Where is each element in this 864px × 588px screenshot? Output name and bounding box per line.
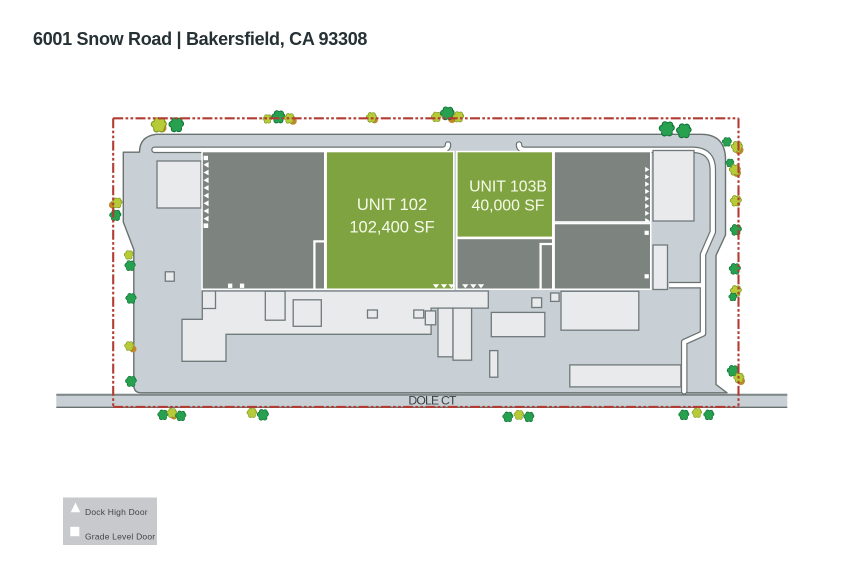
svg-text:40,000 SF: 40,000 SF [472,197,545,214]
svg-text:DOLE CT: DOLE CT [408,394,457,408]
svg-text:Dock High Door: Dock High Door [85,507,148,517]
svg-text:6001 Snow Road | Bakersfield,: 6001 Snow Road | Bakersfield, CA 93308 [33,29,367,49]
svg-text:102,400 SF: 102,400 SF [349,218,434,236]
svg-text:UNIT 102: UNIT 102 [357,196,427,214]
svg-text:Grade Level Door: Grade Level Door [85,532,155,542]
svg-text:UNIT 103B: UNIT 103B [469,178,547,195]
